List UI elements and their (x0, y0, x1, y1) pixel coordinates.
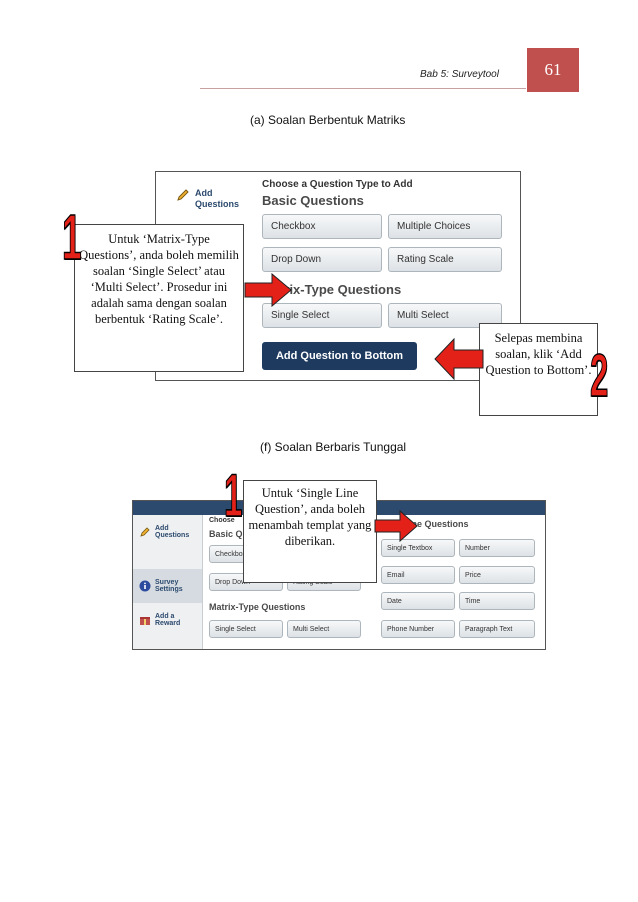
sidebar-item-label: Survey Settings (155, 579, 183, 593)
caption-a: (a) Soalan Berbentuk Matriks (250, 113, 406, 127)
single-select-button[interactable]: Single Select (209, 620, 283, 638)
sidebar-label: Add Questions (195, 188, 240, 209)
step-number-1: 1 (224, 462, 243, 529)
arrow-right-icon (374, 510, 418, 542)
info-icon (139, 580, 151, 592)
note-single-line: Untuk ‘Single Line Question’, anda boleh… (243, 480, 377, 583)
rating-scale-button[interactable]: Rating Scale (388, 247, 502, 272)
arrow-right-icon (244, 273, 292, 307)
time-button[interactable]: Time (459, 592, 535, 610)
note-add-question: Selepas membina soalan, klik ‘Add Questi… (479, 323, 598, 416)
choose-label: Choose a Question Type to Add (262, 179, 413, 190)
sidebar-item-add-reward[interactable]: Add a Reward (133, 613, 191, 627)
choose-label: Choose (209, 517, 235, 524)
paragraph-text-button[interactable]: Paragraph Text (459, 620, 535, 638)
multiple-choices-button[interactable]: Multiple Choices (388, 214, 502, 239)
price-button[interactable]: Price (459, 566, 535, 584)
matrix-heading: Matrix-Type Questions (209, 602, 306, 612)
sidebar-item-survey-settings[interactable]: Survey Settings (133, 569, 202, 603)
drop-down-button[interactable]: Drop Down (262, 247, 382, 272)
sidebar-item-label: Add Questions (155, 525, 190, 539)
pencil-icon (177, 189, 189, 201)
pencil-icon (140, 527, 150, 537)
phone-number-button[interactable]: Phone Number (381, 620, 455, 638)
number-button[interactable]: Number (459, 539, 535, 557)
single-textbox-button[interactable]: Single Textbox (381, 539, 455, 557)
header-rule (200, 88, 526, 89)
single-select-button[interactable]: Single Select (262, 303, 382, 328)
sidebar-item-add-questions[interactable]: Add Questions (133, 525, 191, 539)
sidebar-item-label: Add a Reward (155, 613, 181, 627)
page-number: 61 (527, 48, 579, 92)
sidebar-add-questions[interactable]: Add Questions (176, 188, 256, 210)
basic-heading: Basic Q (209, 529, 243, 539)
step-number-2: 2 (590, 342, 609, 409)
checkbox-button[interactable]: Checkbox (262, 214, 382, 239)
chapter-header: Bab 5: Surveytool (420, 69, 499, 80)
step-number-1: 1 (62, 201, 82, 273)
gift-icon (140, 617, 150, 625)
matrix-heading: Matrix-Type Questions (262, 282, 402, 297)
single-line-heading: ine Questions (409, 519, 469, 529)
caption-f: (f) Soalan Berbaris Tunggal (260, 440, 407, 454)
date-button[interactable]: Date (381, 592, 455, 610)
email-button[interactable]: Email (381, 566, 455, 584)
add-question-to-bottom-button[interactable]: Add Question to Bottom (262, 342, 417, 370)
basic-heading: Basic Questions (262, 193, 364, 208)
note-matrix: Untuk ‘Matrix-Type Questions’, anda bole… (74, 224, 244, 372)
multi-select-button[interactable]: Multi Select (287, 620, 361, 638)
arrow-left-icon (434, 338, 484, 380)
